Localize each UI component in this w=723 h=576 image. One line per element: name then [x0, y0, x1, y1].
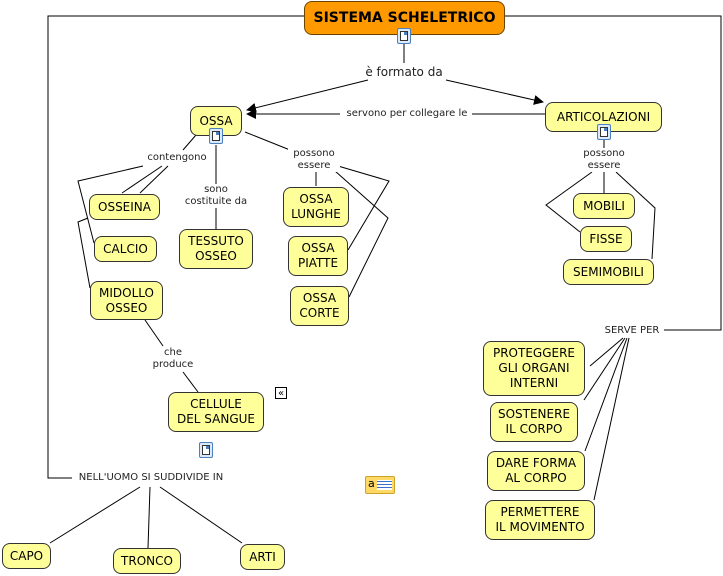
- node-ossa[interactable]: OSSA: [190, 106, 242, 136]
- document-image-icon[interactable]: [199, 442, 213, 458]
- node-arti[interactable]: ARTI: [240, 544, 285, 570]
- link-label-formato-da: è formato da: [362, 65, 446, 79]
- line-ossa-contengono: [182, 134, 197, 151]
- line-contengono-calcio: [77, 165, 144, 244]
- link-label-contengono: contengono: [143, 152, 211, 164]
- node-ossa-lunghe[interactable]: OSSA LUNGHE: [283, 187, 349, 227]
- node-dare-forma[interactable]: DARE FORMA AL CORPO: [487, 451, 585, 491]
- arrow-to-ossa: [246, 79, 369, 113]
- node-semimobili[interactable]: SEMIMOBILI: [563, 259, 654, 285]
- document-image-icon[interactable]: [397, 28, 411, 44]
- node-tessuto-osseo[interactable]: TESSUTO OSSEO: [179, 229, 253, 269]
- node-ossa-corte[interactable]: OSSA CORTE: [290, 286, 349, 326]
- note-lines-icon: [377, 480, 392, 490]
- link-label-suddivide: NELL'UOMO SI SUDDIVIDE IN: [72, 472, 230, 484]
- link-label-servono-per: servono per collegare le: [342, 108, 472, 120]
- node-tronco[interactable]: TRONCO: [113, 548, 181, 574]
- link-label-che-produce: che produce: [148, 347, 198, 371]
- node-osseina[interactable]: OSSEINA: [89, 194, 160, 220]
- link-label-serve-per: SERVE PER: [600, 325, 664, 337]
- collapse-left-icon[interactable]: «: [275, 387, 287, 399]
- link-label-costituite-da: sono costituite da: [181, 184, 251, 208]
- node-cellule-sangue[interactable]: CELLULE DEL SANGUE: [168, 392, 264, 432]
- node-ossa-piatte[interactable]: OSSA PIATTE: [288, 236, 348, 276]
- arrow-to-articolazioni: [445, 79, 544, 105]
- line-root-left: [47, 15, 304, 479]
- line-osseina-midollo: [77, 217, 91, 289]
- node-calcio[interactable]: CALCIO: [94, 236, 157, 262]
- node-permettere[interactable]: PERMETTERE IL MOVIMENTO: [485, 500, 595, 540]
- node-midollo-osseo[interactable]: MIDOLLO OSSEO: [90, 281, 163, 320]
- document-image-icon[interactable]: [597, 124, 611, 140]
- node-proteggere[interactable]: PROTEGGERE GLI ORGANI INTERNI: [483, 341, 585, 396]
- link-label-possono-articolazioni: possono essere: [578, 148, 630, 172]
- note-glyph: a: [368, 477, 375, 490]
- line-root-right: [505, 15, 722, 331]
- node-mobili[interactable]: MOBILI: [573, 193, 635, 219]
- node-fisse[interactable]: FISSE: [580, 226, 632, 252]
- line-ossa-possono: [244, 131, 291, 151]
- link-label-possono-ossa: possono essere: [288, 148, 340, 172]
- node-sostenere[interactable]: SOSTENERE IL CORPO: [490, 402, 578, 442]
- annotation-note-icon[interactable]: a: [365, 476, 395, 494]
- document-image-icon[interactable]: [209, 128, 223, 144]
- node-capo[interactable]: CAPO: [2, 543, 51, 569]
